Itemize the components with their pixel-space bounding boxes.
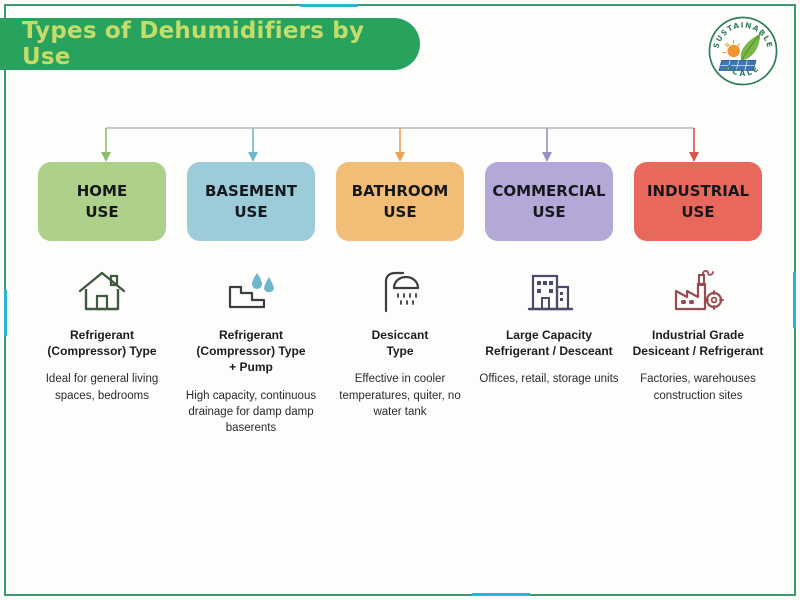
column-basement: BASEMENT USE Refrigerant (Compressor) Ty… [179,162,323,437]
type-line1: Large Capacity [505,328,593,342]
type-line2: (Compressor) Type [47,344,157,359]
use-columns: HOME USE Refrigerant (Compressor) Type I… [30,162,770,437]
column-type-industrial: Industrial Grade Desiceant / Refrigerant [623,327,773,359]
column-type-commercial: Large Capacity Refrigerant / Desceant [474,327,624,359]
column-industrial: INDUSTRIAL USE [626,162,770,404]
frame-border-bottom [4,594,796,596]
column-description-bathroom: Effective in cooler temperatures, quiter… [339,373,461,419]
column-description-industrial: Factories, warehouses construction sites [640,373,756,402]
column-home: HOME USE Refrigerant (Compressor) Type I… [30,162,174,404]
column-type-home: Refrigerant (Compressor) Type [27,327,177,359]
column-type-basement: Refrigerant (Compressor) Type + Pump [176,327,326,376]
use-card-commercial[interactable]: COMMERCIAL USE [485,162,613,241]
connector-tree [0,118,800,166]
type-line1: Refrigerant [218,328,283,342]
use-card-label-line2: USE [532,202,566,221]
frame-accent-right [793,272,796,328]
house-icon [75,263,129,319]
column-type-bathroom: Desiccant Type [325,327,475,359]
frame-accent-top [300,4,358,7]
use-card-basement[interactable]: BASEMENT USE [187,162,315,241]
use-card-industrial[interactable]: INDUSTRIAL USE [634,162,762,241]
column-description-commercial: Offices, retail, storage units [479,373,619,386]
use-card-label-line2: USE [85,202,119,221]
stairs-water-icon [224,263,278,319]
use-card-bathroom[interactable]: BATHROOM USE [336,162,464,241]
use-card-label-line2: USE [383,202,417,221]
use-card-label-line1: BATHROOM [351,182,449,201]
use-card-label-line2: USE [234,202,268,221]
logo-icon: SUSTAINABLE SCALE [708,16,778,86]
frame-border-top [4,4,796,6]
shower-icon [373,263,427,319]
connector-drop-industrial [689,128,699,162]
column-commercial: COMMERCIAL USE [477,162,621,388]
type-line2: Desiceant / Refrigerant [632,344,764,359]
connector-drop-basement [248,128,258,162]
frame-accent-bottom [472,593,530,596]
title-banner: Types of Dehumidifiers by Use [0,18,420,70]
connector-drop-home [101,128,111,162]
use-card-label-line1: HOME [76,182,128,201]
connector-drop-commercial [542,128,552,162]
use-card-home[interactable]: HOME USE [38,162,166,241]
type-line2: Type [386,344,414,359]
use-card-label-line1: COMMERCIAL [492,182,606,201]
column-description-home: Ideal for general living spaces, bedroom… [45,373,159,402]
type-line1: Refrigerant [69,328,134,342]
type-line2: (Compressor) Type [196,344,306,359]
frame-accent-left [4,290,7,336]
type-line1: Desiccant [371,328,429,342]
page-title: Types of Dehumidifiers by Use [22,18,365,70]
use-card-label-line2: USE [681,202,715,221]
factory-icon [670,263,726,319]
type-line2: Refrigerant / Desceant [485,344,613,359]
sustainable-scale-logo: SUSTAINABLE SCALE [704,12,782,90]
connector-drop-bathroom [395,128,405,162]
office-building-icon [522,263,576,319]
use-card-label-line1: BASEMENT [204,182,298,201]
type-line1: Industrial Grade [651,328,745,342]
type-line3: + Pump [229,360,273,375]
connector-lines [101,127,699,162]
use-card-label-line1: INDUSTRIAL [646,182,750,201]
column-description-basement: High capacity, continuous drainage for d… [185,389,317,435]
column-bathroom: BATHROOM USE [328,162,472,420]
